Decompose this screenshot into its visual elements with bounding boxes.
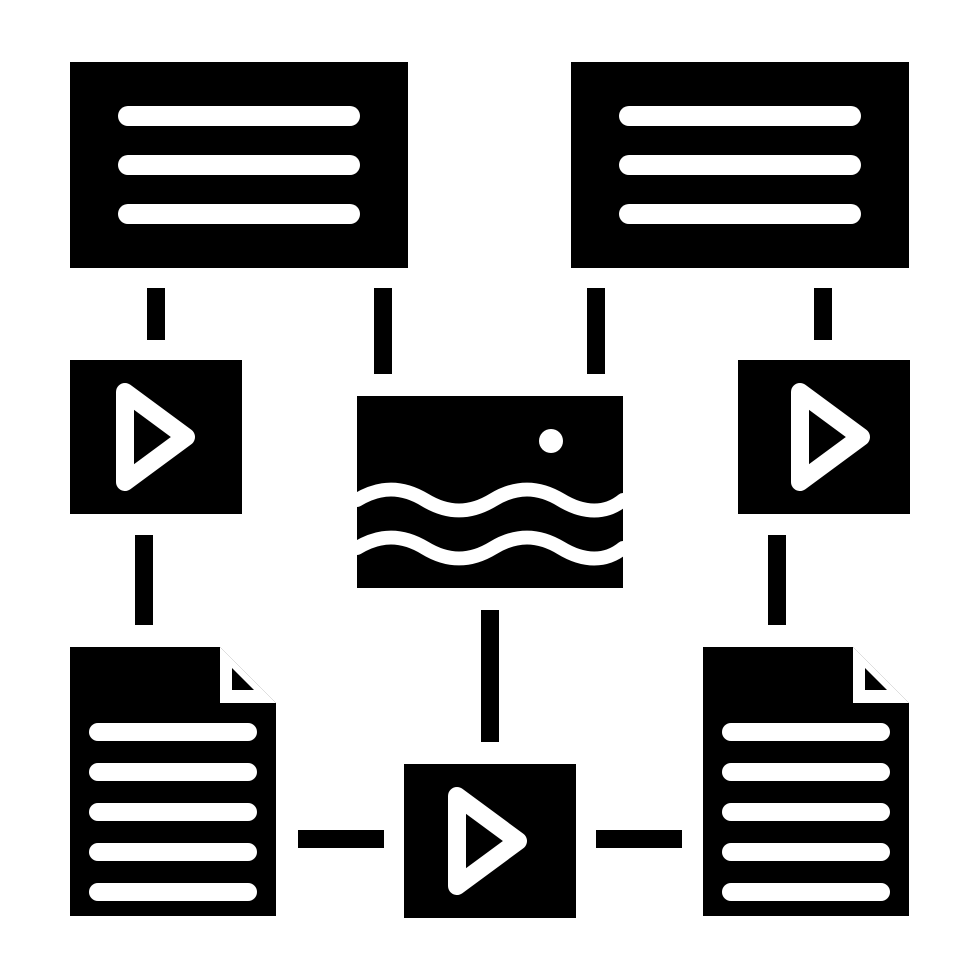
text-card-icon-top-left bbox=[70, 62, 408, 268]
text-card-icon-top-right bbox=[571, 62, 909, 268]
video-play-icon-left bbox=[70, 360, 242, 514]
connector-lines bbox=[135, 288, 832, 848]
image-landscape-icon bbox=[350, 396, 630, 588]
document-icon-left bbox=[70, 647, 276, 916]
document-icon-right bbox=[703, 647, 909, 916]
video-play-icon-bottom bbox=[404, 764, 576, 918]
video-play-icon-right bbox=[738, 360, 910, 514]
